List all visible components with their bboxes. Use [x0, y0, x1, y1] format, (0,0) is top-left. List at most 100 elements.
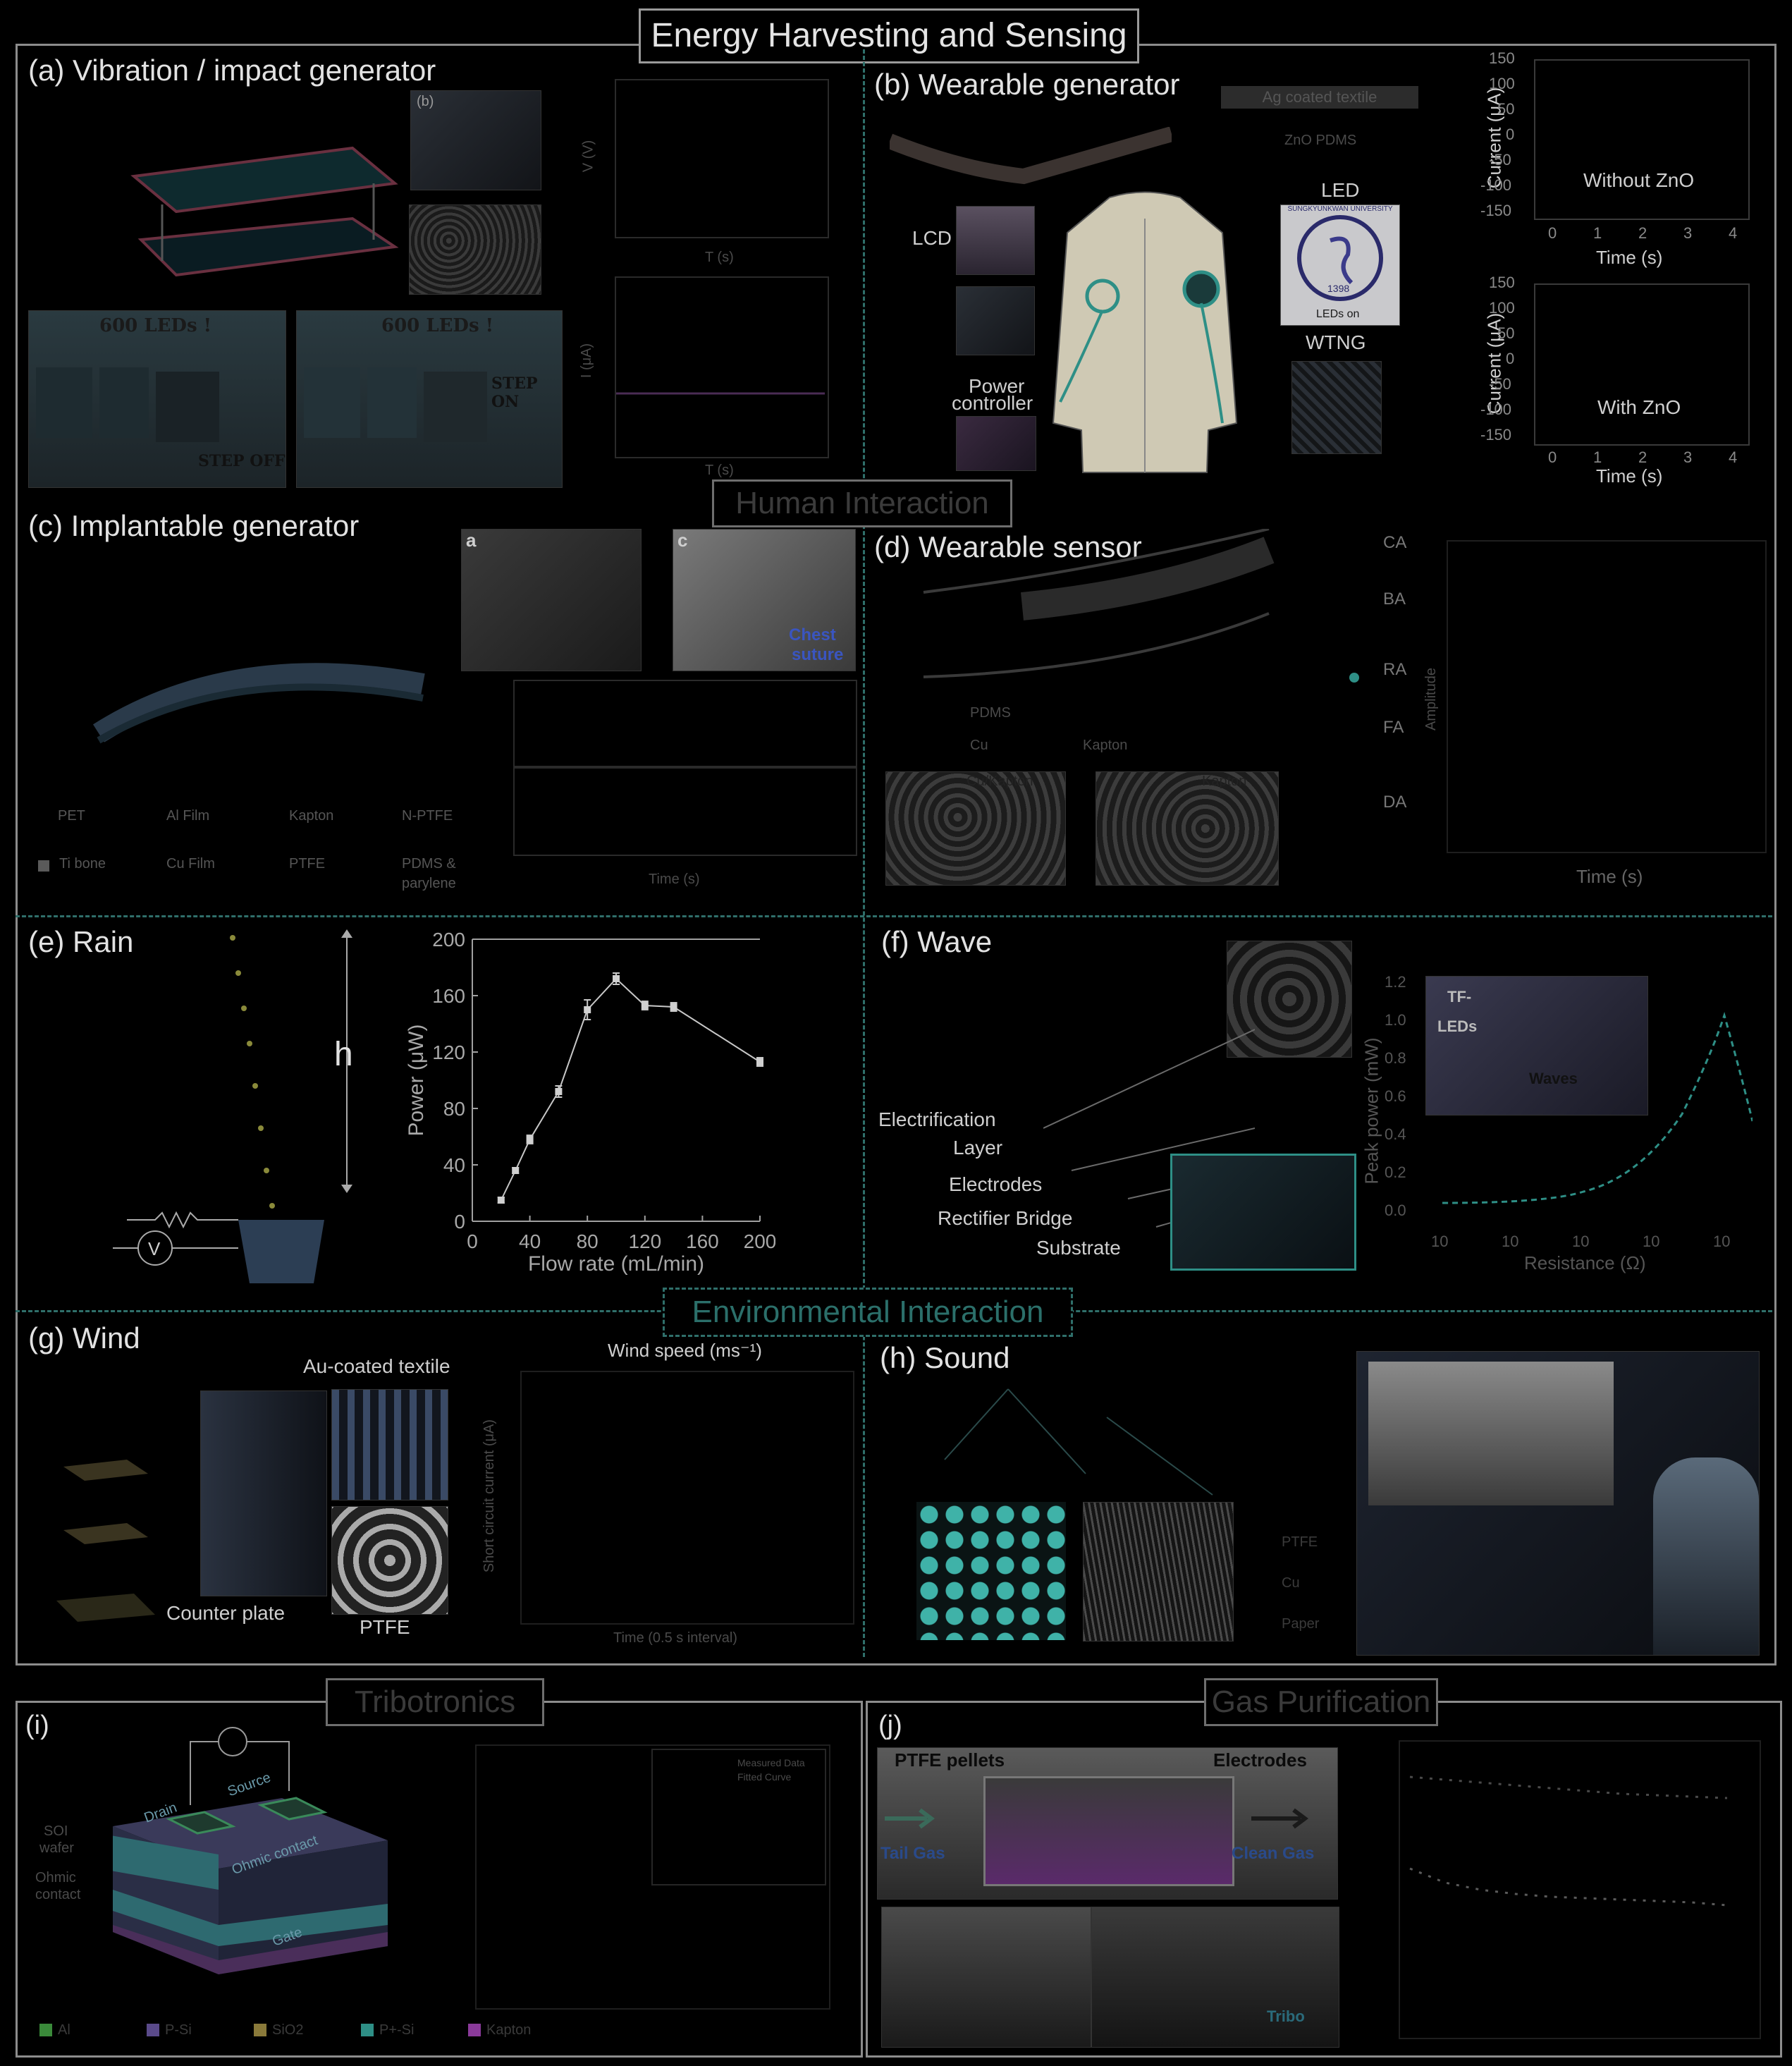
current-ytick: -100 — [1480, 401, 1512, 418]
wave-device-leaders — [1043, 1029, 1255, 1228]
panel-a-current-plot — [615, 276, 829, 458]
gas-chamber-photo: PTFE pellets Electrodes Tail Gas Clean G… — [877, 1747, 1338, 1900]
monitor-photo — [1356, 1351, 1760, 1656]
jacket-illustration — [1052, 191, 1238, 473]
data-point — [497, 1197, 505, 1204]
panel-a-current-trace — [616, 392, 825, 395]
rain-setup — [113, 929, 352, 1283]
panel-a-time-axis-2: T (s) — [705, 463, 734, 478]
site-label-ca: CA — [1383, 533, 1407, 552]
cyan-dot-array — [916, 1502, 1066, 1640]
tail-gas-label: Tail Gas — [880, 1844, 945, 1863]
sem-kapton-label: Kapton — [1202, 774, 1247, 789]
panel-c-label: (c) Implantable generator — [28, 509, 360, 542]
current-ytick: 100 — [1489, 299, 1515, 317]
peak-power-ytick: 0.6 — [1385, 1087, 1406, 1105]
implant-layer-label: Kapton — [289, 808, 334, 824]
lcd-label: LCD — [912, 227, 952, 249]
wind-flag-photo — [200, 1390, 327, 1596]
resistance-xtick: 10 — [1713, 1233, 1731, 1250]
wind-xlabel: Time (0.5 s interval) — [613, 1630, 737, 1646]
wave-sem-texture — [1227, 941, 1352, 1058]
university-name: SUNGKYUNKWAN UNIVERSITY — [1287, 205, 1393, 213]
current-ytick: 150 — [1489, 274, 1515, 291]
data-point — [613, 975, 620, 982]
with-zno-plot — [1534, 283, 1750, 446]
y-tick-label: 160 — [432, 985, 465, 1007]
implant-layer-label: Ti bone — [59, 856, 106, 872]
power-series-line — [500, 977, 761, 1201]
led-count-label-2: 600 LEDs ! — [381, 315, 494, 336]
person-silhouette — [1653, 1457, 1759, 1655]
x-axis-label: Flow rate (mL/min) — [528, 1252, 704, 1276]
waves-label: Waves — [1529, 1070, 1578, 1087]
panel-b-label: (b) Wearable generator — [874, 68, 1180, 101]
inset-a-label: a — [466, 530, 477, 551]
sensor-stack — [923, 529, 1275, 678]
monitor-screen — [1368, 1362, 1614, 1505]
implant-current-plot — [513, 680, 857, 767]
without-zno-plot — [1534, 59, 1750, 220]
x-tick-label: 80 — [577, 1230, 599, 1252]
implant-photo-c: c Chest suture — [673, 529, 856, 671]
pulse-xlabel: Time (s) — [1576, 866, 1643, 887]
kapton-label: Kapton — [1083, 738, 1128, 753]
wtng-textile-photo — [1291, 361, 1382, 454]
layer-electrification: Electrification — [878, 1108, 996, 1130]
panel-a-time-axis-1: T (s) — [705, 250, 734, 265]
legend-label-1: P-Si — [165, 2022, 192, 2038]
data-point — [555, 1088, 563, 1095]
legend-swatch-0 — [39, 2024, 52, 2036]
time-xlabel-top: Time (s) — [1596, 247, 1663, 268]
layer-rectifier: Rectifier Bridge — [938, 1207, 1073, 1229]
paper-fiber-photo — [1083, 1502, 1234, 1642]
time-xtick: 3 — [1683, 448, 1693, 466]
panel-j-label: (j) — [878, 1711, 902, 1740]
logo-screen-photo — [956, 286, 1035, 355]
implant-device — [92, 663, 425, 744]
data-point — [526, 1136, 534, 1143]
environmental-interaction-label: Environmental Interaction — [663, 1288, 1073, 1337]
panel-i-label: (i) — [25, 1711, 49, 1740]
legend-label-2: SiO2 — [272, 2022, 304, 2038]
x-tick-label: 0 — [467, 1230, 478, 1252]
implant-layer-label: Al Film — [166, 808, 210, 824]
x-tick-label: 160 — [686, 1230, 719, 1252]
counter-plate-label: Counter plate — [166, 1602, 286, 1624]
current-ytick: 0 — [1506, 350, 1515, 367]
with-zno-label: With ZnO — [1597, 396, 1681, 418]
ti-bone-swatch — [38, 860, 49, 872]
gas-purification-title: Gas Purification — [1204, 1678, 1438, 1726]
peak-power-ytick: 1.2 — [1385, 973, 1406, 991]
time-xtick: 2 — [1638, 448, 1647, 466]
implant-layer-label: PTFE — [289, 856, 326, 872]
ohmic-side-2: contact — [35, 1887, 81, 1902]
layer-electrification-b: Layer — [953, 1137, 1003, 1159]
current-ytick: -150 — [1480, 426, 1512, 444]
voltmeter-label: V — [148, 1238, 161, 1259]
time-xlabel-bottom: Time (s) — [1596, 465, 1663, 487]
ptfe-label: PTFE — [360, 1616, 410, 1638]
site-label-da: DA — [1383, 793, 1407, 812]
car-exhaust-photo — [881, 1907, 1091, 2048]
current-ytick: 100 — [1489, 75, 1515, 92]
wind-speed-label: Wind speed (ms⁻¹) — [608, 1340, 762, 1361]
pdms-label: PDMS — [970, 705, 1011, 721]
current-ytick: 50 — [1497, 100, 1515, 118]
peak-power-ytick: 0.8 — [1385, 1049, 1406, 1067]
y-tick-label: 200 — [432, 929, 465, 951]
led-photo-step-on: 600 LEDs ! STEP ON — [296, 310, 563, 488]
x-tick-label: 40 — [519, 1230, 541, 1252]
time-xtick: 1 — [1593, 224, 1602, 242]
cu-label: Cu — [970, 738, 988, 753]
time-xtick: 2 — [1638, 224, 1647, 242]
soi-label-2: wafer — [39, 1840, 74, 1856]
university-logo-panel: SUNGKYUNKWAN UNIVERSITY 1398 LEDs on — [1280, 204, 1400, 326]
peak-power-curve — [1442, 1011, 1753, 1204]
au-textile-photo — [331, 1389, 448, 1500]
led-label: LED — [1321, 179, 1360, 201]
panel-d-label: (d) Wearable sensor — [874, 530, 1142, 563]
implant-layer-label: Cu Film — [166, 856, 215, 872]
current-ytick: -100 — [1480, 176, 1512, 194]
